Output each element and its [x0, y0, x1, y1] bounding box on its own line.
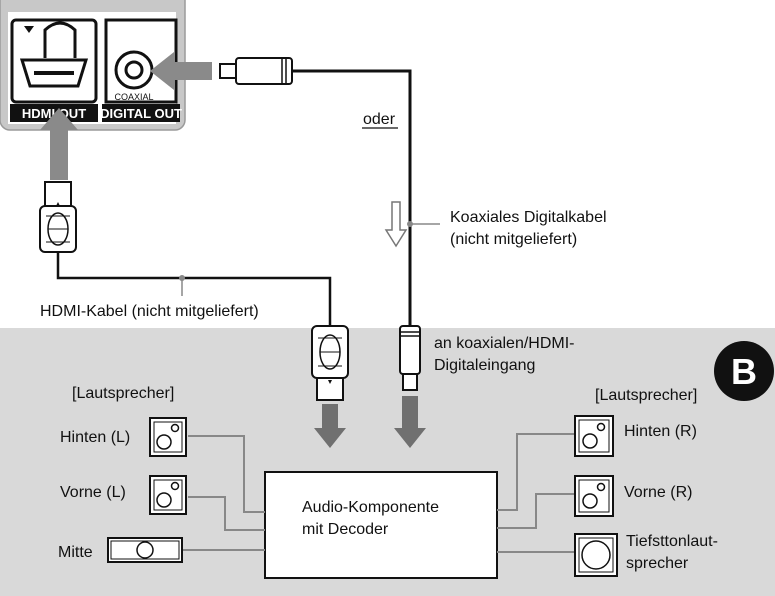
arrow-coax-into-receiver [394, 396, 426, 448]
coaxial-plug-top [219, 57, 293, 85]
coaxial-label: COAXIAL [114, 92, 153, 102]
coaxial-cable [292, 69, 412, 326]
hdmi-out-port: HDMI OUT [10, 18, 98, 122]
or-label: oder [363, 111, 396, 128]
front-left-speaker-icon [149, 475, 187, 515]
signal-direction-arrow [384, 201, 408, 248]
rear-left-label: Hinten (L) [60, 429, 130, 446]
speaker-wires [182, 433, 575, 553]
arrow-into-hdmi-port [40, 108, 78, 180]
arrow-hdmi-into-receiver [314, 404, 346, 448]
coax-cable-label-2: (nicht mitgeliefert) [450, 231, 577, 248]
digital-out-label: DIGITAL OUT [100, 106, 182, 121]
input-label-2: Digitaleingang [434, 357, 535, 374]
speakers-right-heading: [Lautsprecher] [595, 387, 697, 404]
rear-left-speaker-icon [149, 417, 187, 457]
rear-right-speaker-icon [574, 415, 614, 457]
hdmi-out-label: HDMI OUT [22, 106, 86, 121]
front-right-label: Vorne (R) [624, 484, 692, 501]
front-left-label: Vorne (L) [60, 484, 126, 501]
hdmi-cable-leader-dot [179, 275, 185, 281]
hdmi-plug-bottom [311, 325, 349, 401]
hdmi-cable [56, 252, 332, 326]
section-badge-b: B [714, 341, 774, 401]
audio-component-box [264, 471, 498, 579]
subwoofer-label-1: Tiefsttonlaut- [626, 533, 718, 550]
coax-cable-leader-dot [407, 221, 413, 227]
coaxial-out-port: COAXIAL DIGITAL OUT [100, 18, 182, 122]
rear-right-label: Hinten (R) [624, 423, 697, 440]
arrow-into-coaxial-port [150, 52, 212, 90]
coaxial-plug-bottom [399, 325, 421, 391]
audio-component-label-2: mit Decoder [302, 521, 389, 538]
coax-cable-label-1: Koaxiales Digitalkabel [450, 209, 607, 226]
center-speaker-icon [107, 537, 183, 563]
subwoofer-speaker-icon [574, 533, 618, 577]
hdmi-cable-label: HDMI-Kabel (nicht mitgeliefert) [40, 303, 259, 320]
player-back-panel: HDMI OUT COAXIAL DIGITAL OUT [0, 0, 186, 131]
speakers-left-heading: [Lautsprecher] [72, 385, 174, 402]
center-label: Mitte [58, 544, 93, 561]
hdmi-plug-top [39, 181, 77, 253]
front-right-speaker-icon [574, 475, 614, 517]
subwoofer-label-2: sprecher [626, 555, 689, 572]
badge-letter: B [731, 351, 757, 392]
audio-component-label-1: Audio-Komponente [302, 499, 439, 516]
input-label-1: an koaxialen/HDMI- [434, 335, 575, 352]
